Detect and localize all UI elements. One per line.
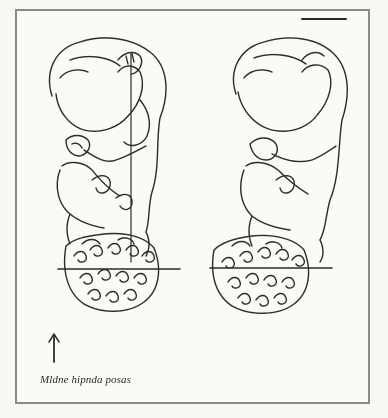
left-fetus (49, 38, 180, 362)
figure-caption: Mldne hipnda posas (40, 374, 131, 386)
right-fetus (210, 38, 347, 313)
